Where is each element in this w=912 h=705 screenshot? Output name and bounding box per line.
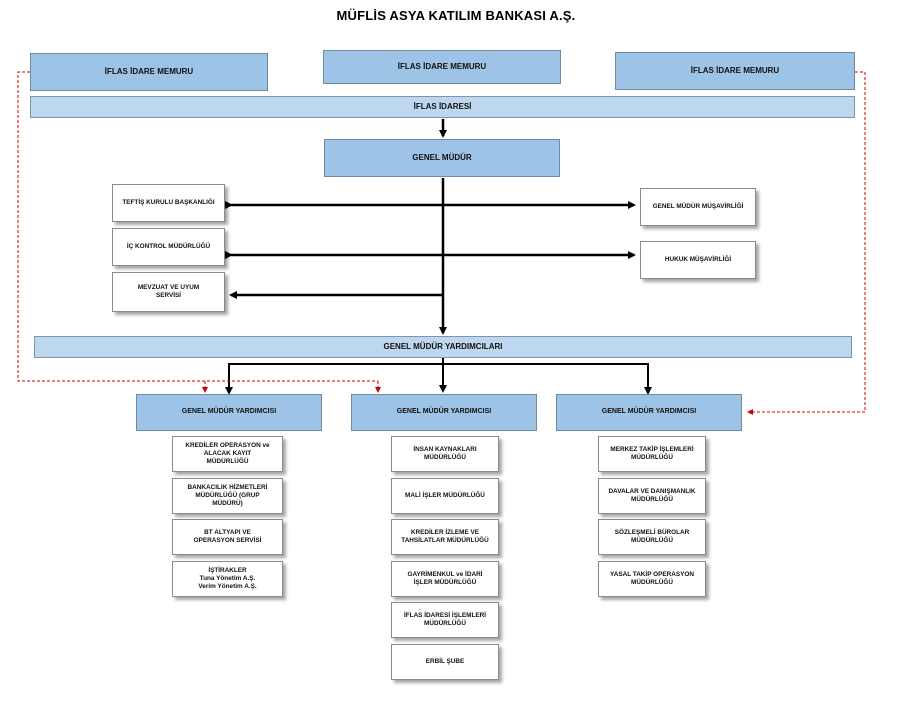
genel-mudur-box: GENEL MÜDÜR (324, 139, 560, 177)
unit-krediler-operasyon: KREDİLER OPERASYON ve ALACAK KAYIT MÜDÜR… (172, 436, 283, 472)
mevzuat-uyum-box: MEVZUAT VE UYUM SERVİSİ (112, 272, 225, 312)
unit-erbil-sube: ERBİL ŞUBE (391, 644, 499, 680)
genel-mudur-yardimcilari-bar: GENEL MÜDÜR YARDIMCILARI (34, 336, 852, 358)
unit-bankacilik-hizmetleri: BANKACILIK HİZMETLERİ MÜDÜRLÜĞÜ (GRUP MÜ… (172, 478, 283, 514)
yardimci-box-right: GENEL MÜDÜR YARDIMCISI (556, 394, 742, 431)
yardimci-box-left: GENEL MÜDÜR YARDIMCISI (136, 394, 322, 431)
iflas-idare-memuru-2: İFLAS İDARE MEMURU (323, 50, 561, 84)
unit-davalar-danismanlik: DAVALAR VE DANIŞMANLIK MÜDÜRLÜĞÜ (598, 478, 706, 514)
unit-mali-isler: MALİ İŞLER MÜDÜRLÜĞÜ (391, 478, 499, 514)
ic-kontrol-box: İÇ KONTROL MÜDÜRLÜĞÜ (112, 228, 225, 266)
unit-insan-kaynaklari: İNSAN KAYNAKLARI MÜDÜRLÜĞÜ (391, 436, 499, 472)
unit-bt-altyapi: BT ALTYAPI VE OPERASYON SERVİSİ (172, 519, 283, 555)
page-title: MÜFLİS ASYA KATILIM BANKASI A.Ş. (336, 8, 576, 23)
hukuk-musavirligi-box: HUKUK MÜŞAVİRLİĞİ (640, 241, 756, 279)
dashed-right-loop (747, 71, 866, 415)
branch-line (228, 363, 649, 391)
iflas-idare-memuru-3: İFLAS İDARE MEMURU (615, 52, 855, 90)
iflas-idare-memuru-1: İFLAS İDARE MEMURU (30, 53, 268, 91)
unit-istirakler: İŞTİRAKLER Tuna Yönetim A.Ş. Verim Yönet… (172, 561, 283, 597)
unit-krediler-izleme: KREDİLER İZLEME VE TAHSİLATLAR MÜDÜRLÜĞÜ (391, 519, 499, 555)
unit-merkez-takip: MERKEZ TAKİP İŞLEMLERİ MÜDÜRLÜĞÜ (598, 436, 706, 472)
unit-sozlesmeli-burolar: SÖZLEŞMELİ BÜROLAR MÜDÜRLÜĞÜ (598, 519, 706, 555)
iflas-idaresi-bar: İFLAS İDARESİ (30, 96, 855, 118)
unit-yasal-takip: YASAL TAKİP OPERASYON MÜDÜRLÜĞÜ (598, 561, 706, 597)
unit-iflas-idaresi-islemleri: İFLAS İDARESİ İŞLEMLERİ MÜDÜRLÜĞÜ (391, 602, 499, 638)
unit-gayrimenkul: GAYRİMENKUL ve İDARİ İŞLER MÜDÜRLÜĞÜ (391, 561, 499, 597)
dashed-left-loop (17, 71, 378, 382)
teftis-kurulu-box: TEFTİŞ KURULU BAŞKANLIĞI (112, 184, 225, 222)
yardimci-box-center: GENEL MÜDÜR YARDIMCISI (351, 394, 537, 431)
genel-mudur-musavirligi-box: GENEL MÜDÜR MÜŞAVİRLİĞİ (640, 188, 756, 226)
